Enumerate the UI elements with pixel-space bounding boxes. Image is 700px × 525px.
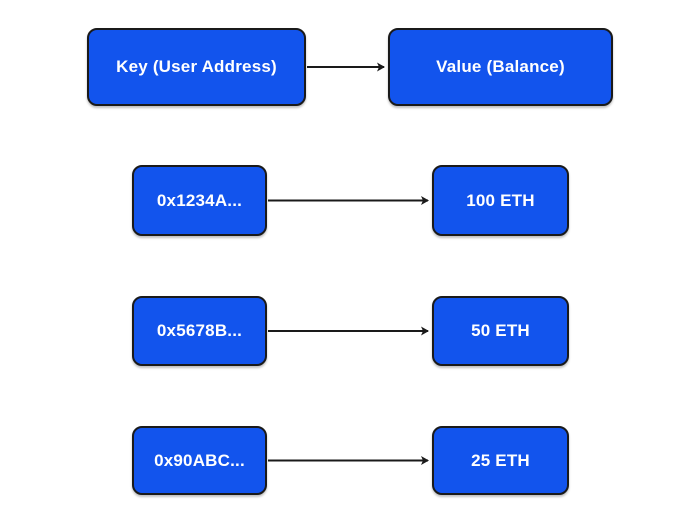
key-label: 0x1234A... bbox=[156, 190, 243, 210]
value-label: 25 ETH bbox=[471, 450, 530, 470]
key-label: 0x5678B... bbox=[156, 321, 243, 340]
header-key-label: Key (User Address) bbox=[116, 57, 277, 76]
key-box-row-3: 0x90ABC... bbox=[132, 426, 267, 495]
value-label: 100 ETH bbox=[466, 190, 535, 210]
key-box-row-1: 0x1234A... bbox=[132, 165, 267, 236]
value-box-row-1: 100 ETH bbox=[432, 165, 569, 236]
header-key-box: Key (User Address) bbox=[87, 28, 306, 106]
key-label: 0x90ABC... bbox=[154, 450, 245, 470]
header-value-label: Value (Balance) bbox=[436, 57, 565, 76]
value-box-row-3: 25 ETH bbox=[432, 426, 569, 495]
header-value-box: Value (Balance) bbox=[388, 28, 613, 106]
value-box-row-2: 50 ETH bbox=[432, 296, 569, 366]
key-box-row-2: 0x5678B... bbox=[132, 296, 267, 366]
value-label: 50 ETH bbox=[471, 321, 530, 340]
